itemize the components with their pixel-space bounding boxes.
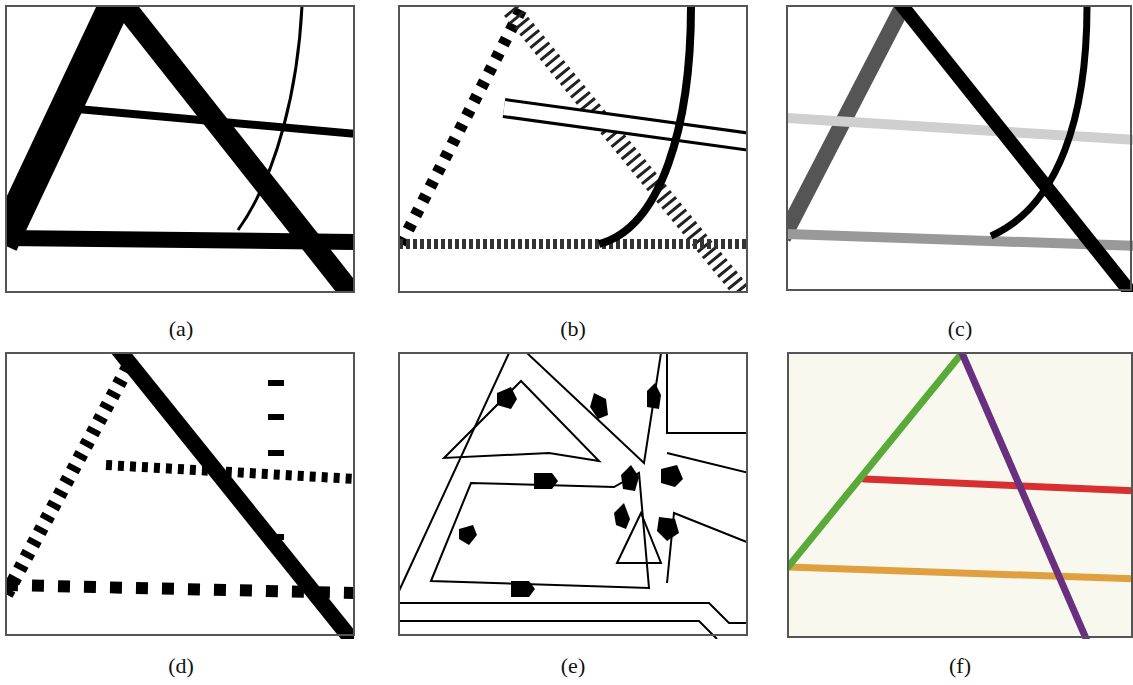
panel-label: (a) [169,316,193,342]
panel-e [399,353,749,639]
panel-b [399,6,751,298]
panel-label: (b) [560,316,586,342]
panel-a [2,0,358,302]
panel-label: (e) [561,653,585,679]
panel-label: (c) [948,316,972,342]
panel-label: (f) [949,653,971,679]
panel-c [783,2,1133,298]
panel-label: (d) [168,653,194,679]
panel-f [788,353,1133,643]
panel-d [6,349,356,645]
